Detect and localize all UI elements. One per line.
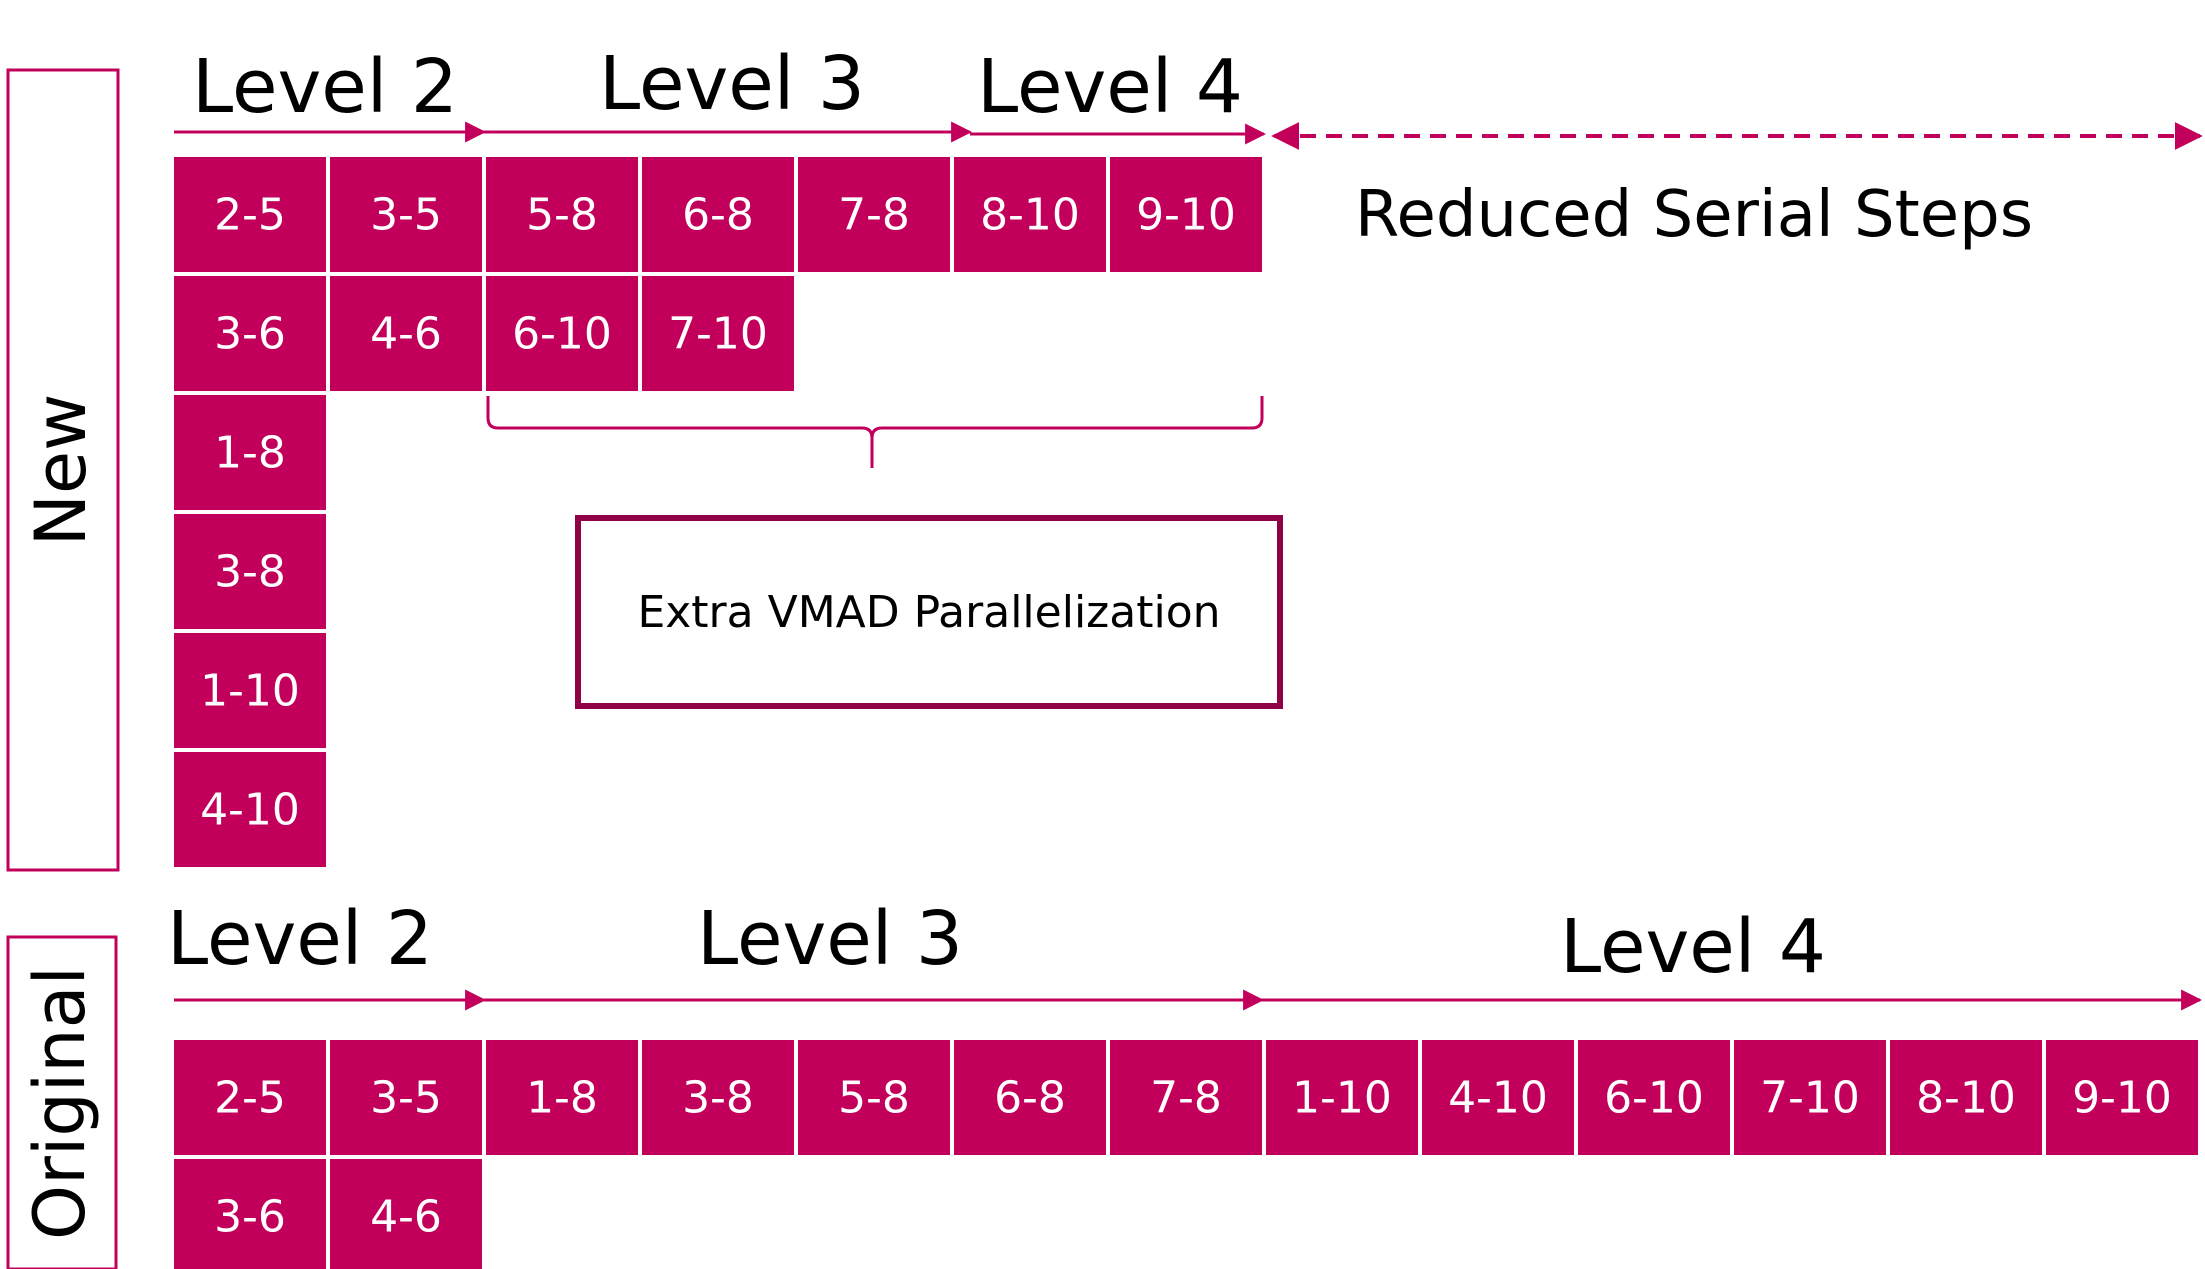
original-cell bbox=[1734, 1040, 1886, 1155]
reduced-serial-steps-label: Reduced Serial Steps bbox=[1355, 178, 2033, 252]
new-cell bbox=[798, 157, 950, 272]
original-label: Original bbox=[19, 966, 101, 1240]
new-cell-label: 1-8 bbox=[214, 428, 286, 479]
new-cell bbox=[174, 276, 326, 391]
original-cell-grid: 2-5 3-5 1-8 3-8 5-8 6-8 7-8 1-10 4-10 6-10 7-10 8-1… bbox=[174, 1040, 2198, 1269]
new-cell bbox=[330, 157, 482, 272]
new-cell bbox=[174, 395, 326, 510]
extra-parallelization-label: Extra VMAD Parallelization bbox=[637, 587, 1220, 638]
new-cell-label: 6-10 bbox=[512, 309, 612, 360]
original-level-2-label: Level 2 bbox=[167, 896, 433, 982]
new-cell-grid: 2-5 3-5 5-8 6-8 7-8 8-10 9-10 3-6 4-6 6-10 7-10 1-8… bbox=[174, 157, 1262, 867]
original-cell bbox=[1266, 1040, 1418, 1155]
original-cell bbox=[1422, 1040, 1574, 1155]
original-cell-label: 3-8 bbox=[682, 1073, 754, 1124]
new-cell bbox=[174, 633, 326, 748]
original-cell bbox=[798, 1040, 950, 1155]
new-level-4-label: Level 4 bbox=[977, 44, 1243, 130]
new-cell-label: 4-6 bbox=[370, 309, 442, 360]
original-cell-label: 7-8 bbox=[1150, 1073, 1222, 1124]
original-cell bbox=[1578, 1040, 1730, 1155]
original-cell-label: 3-6 bbox=[214, 1192, 286, 1243]
original-cell bbox=[1110, 1040, 1262, 1155]
new-cell-label: 3-6 bbox=[214, 309, 286, 360]
new-cell-label: 5-8 bbox=[526, 190, 598, 241]
original-cell bbox=[2046, 1040, 2198, 1155]
new-section-frame bbox=[6, 68, 120, 872]
original-cell-label: 6-8 bbox=[994, 1073, 1066, 1124]
new-cell-label: 9-10 bbox=[1136, 190, 1236, 241]
original-cell-label: 9-10 bbox=[2072, 1073, 2172, 1124]
extra-parallelization-brace bbox=[486, 396, 1264, 468]
original-cell-label: 4-10 bbox=[1448, 1073, 1548, 1124]
original-cell bbox=[642, 1040, 794, 1155]
new-cell-label: 7-8 bbox=[838, 190, 910, 241]
new-cell bbox=[330, 276, 482, 391]
new-cell-label: 8-10 bbox=[980, 190, 1080, 241]
original-cell-label: 4-6 bbox=[370, 1192, 442, 1243]
original-cell-label: 8-10 bbox=[1916, 1073, 2016, 1124]
new-cell bbox=[174, 514, 326, 629]
new-cell bbox=[642, 276, 794, 391]
new-level-2-label: Level 2 bbox=[192, 44, 458, 130]
original-cell-label: 7-10 bbox=[1760, 1073, 1860, 1124]
new-cell bbox=[174, 752, 326, 867]
new-level-3-label: Level 3 bbox=[599, 41, 865, 127]
original-cell bbox=[330, 1040, 482, 1155]
original-cell bbox=[174, 1040, 326, 1155]
new-cell-label: 4-10 bbox=[200, 785, 300, 836]
original-cell bbox=[1890, 1040, 2042, 1155]
original-cell bbox=[330, 1159, 482, 1269]
original-cell-label: 6-10 bbox=[1604, 1073, 1704, 1124]
new-cell-label: 6-8 bbox=[682, 190, 754, 241]
new-cell bbox=[486, 276, 638, 391]
new-cell-label: 3-5 bbox=[370, 190, 442, 241]
new-cell-label: 1-10 bbox=[200, 666, 300, 717]
original-cell-label: 1-10 bbox=[1292, 1073, 1392, 1124]
original-cell bbox=[486, 1040, 638, 1155]
new-cell bbox=[486, 157, 638, 272]
original-section-frame bbox=[6, 935, 118, 1269]
original-level-3-label: Level 3 bbox=[697, 896, 963, 982]
original-cell-label: 3-5 bbox=[370, 1073, 442, 1124]
new-cell-label: 7-10 bbox=[668, 309, 768, 360]
original-level-4-label: Level 4 bbox=[1560, 904, 1826, 990]
new-cell bbox=[642, 157, 794, 272]
original-cell-label: 2-5 bbox=[214, 1073, 286, 1124]
original-cell-label: 1-8 bbox=[526, 1073, 598, 1124]
original-cell-label: 5-8 bbox=[838, 1073, 910, 1124]
new-cell bbox=[954, 157, 1106, 272]
new-cell-label: 2-5 bbox=[214, 190, 286, 241]
new-cell bbox=[174, 157, 326, 272]
new-cell bbox=[1110, 157, 1262, 272]
original-cell bbox=[954, 1040, 1106, 1155]
original-cell bbox=[174, 1159, 326, 1269]
new-cell-label: 3-8 bbox=[214, 547, 286, 598]
new-label: New bbox=[20, 394, 102, 547]
extra-parallelization-box bbox=[575, 515, 1283, 709]
